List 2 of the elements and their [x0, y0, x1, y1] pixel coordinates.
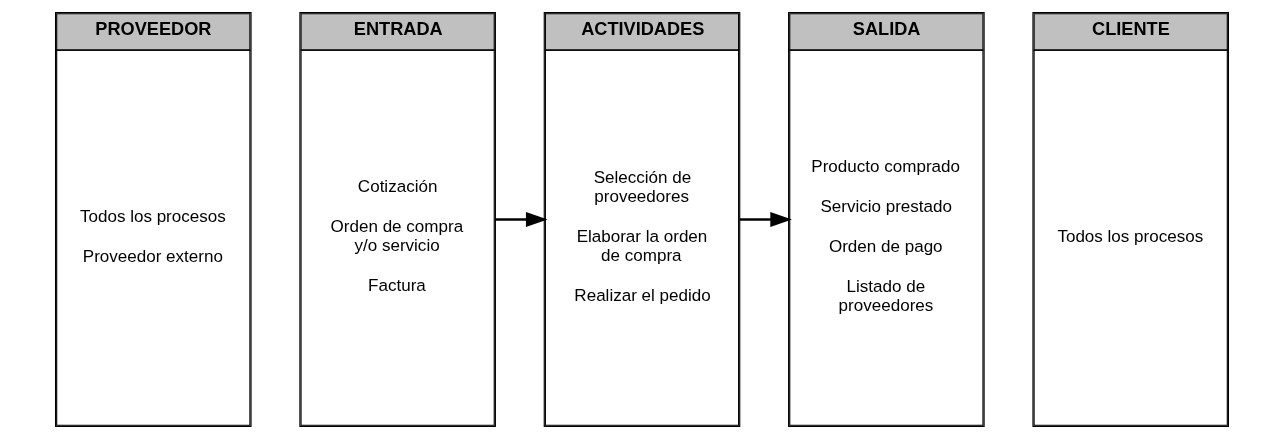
arrow [495, 211, 548, 228]
arrow [739, 211, 792, 228]
